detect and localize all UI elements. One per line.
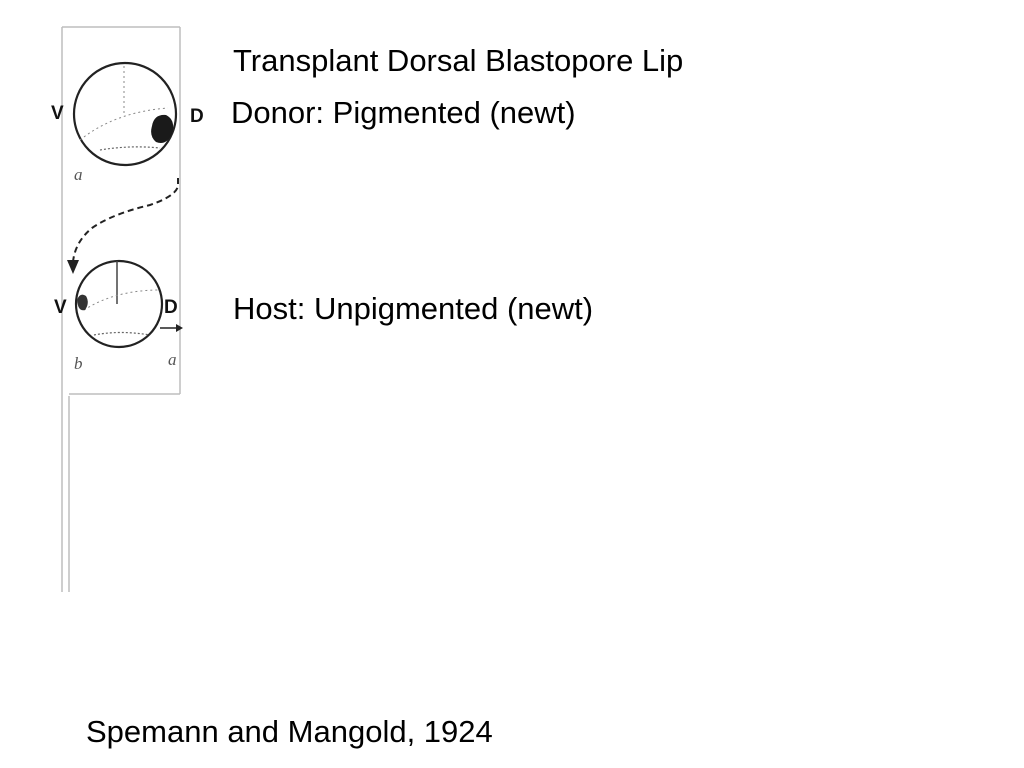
grafted-pigmented-tissue (77, 294, 88, 311)
donor-ventral-label: V (51, 103, 64, 124)
transplant-arrow (72, 178, 179, 263)
panel-label-b: b (74, 354, 83, 373)
host-embryo (74, 259, 183, 349)
donor-embryo (72, 61, 178, 167)
host-embryo-outline (74, 259, 164, 349)
host-label: Host: Unpigmented (newt) (233, 291, 594, 326)
embryo-figure-drawing (61, 26, 183, 592)
host-ventral-label: V (54, 297, 67, 318)
slide-title: Transplant Dorsal Blastopore Lip (233, 43, 684, 78)
donor-label: Donor: Pigmented (newt) (231, 95, 576, 130)
donor-embryo-outline (72, 61, 178, 167)
citation: Spemann and Mangold, 1924 (86, 714, 493, 749)
panel-label-b-right: a (168, 350, 177, 369)
embryo-figure: V D V D a b a (0, 0, 230, 600)
panel-label-a: a (74, 165, 83, 184)
host-dorsal-label: D (164, 297, 178, 318)
donor-dorsal-label: D (190, 106, 204, 127)
transplant-arrowhead (67, 260, 79, 274)
pigmented-dorsal-lip (151, 114, 174, 143)
